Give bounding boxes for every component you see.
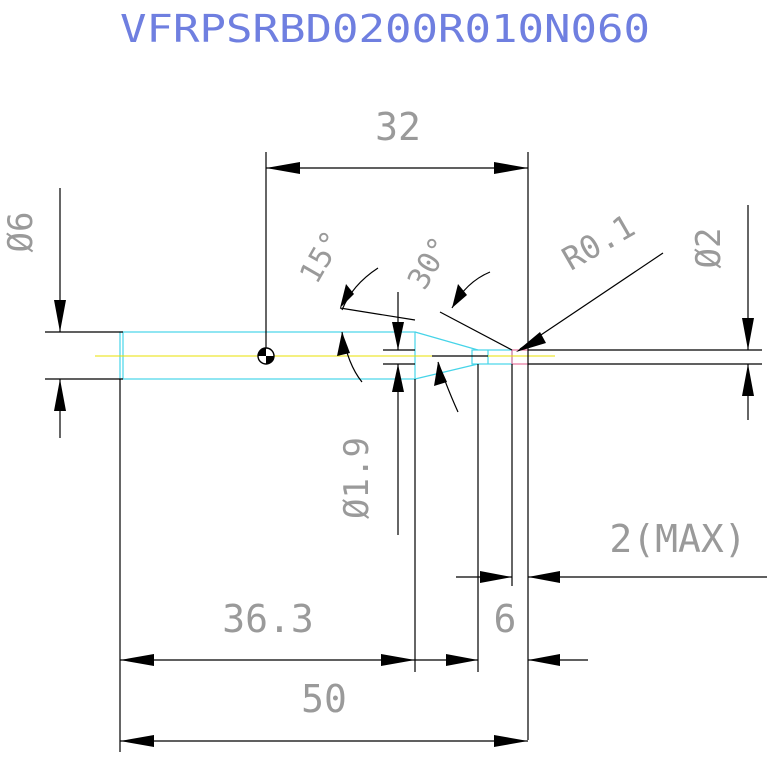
dim-overall-length-label: 50 — [301, 677, 347, 721]
neck-section — [471, 349, 513, 365]
dim-32-label: 32 — [375, 105, 421, 149]
dim-angle-30: 30° — [401, 231, 513, 413]
dim-shank-diameter: Ø6 — [1, 188, 123, 438]
dim-neck-diameter-label: Ø1.9 — [337, 437, 377, 519]
dim-tip-diameter-label: Ø2 — [689, 228, 729, 269]
dim-tip-diameter: Ø2 — [528, 205, 762, 420]
dim-angle-30-label: 30° — [401, 231, 458, 295]
dim-tip-length: 6 — [415, 597, 588, 666]
taper-upper-edge — [414, 331, 479, 351]
dim-body-length: 36.3 — [120, 597, 415, 666]
tip-radius-marker — [511, 349, 529, 365]
dim-max-length-label: 2(MAX) — [609, 517, 746, 561]
drawing-title: VFRPSRBD0200R010N060 — [120, 7, 650, 51]
dim-overall-length: 50 — [120, 677, 528, 747]
dim-max-length: 2(MAX) — [456, 517, 767, 583]
dim-tip-length-label: 6 — [494, 597, 517, 641]
dim-corner-radius: R0.1 — [516, 207, 664, 352]
dim-corner-radius-label: R0.1 — [556, 207, 642, 278]
dim-angle-15: 15° — [293, 225, 416, 383]
dim-32: 32 — [265, 105, 529, 740]
dim-shank-diameter-label: Ø6 — [1, 212, 41, 253]
dim-body-length-label: 36.3 — [222, 597, 314, 641]
datum-symbol — [257, 347, 275, 365]
dim-neck-diameter: Ø1.9 — [337, 292, 415, 535]
taper-lower-edge — [414, 363, 479, 380]
dim-angle-15-label: 15° — [293, 225, 350, 289]
